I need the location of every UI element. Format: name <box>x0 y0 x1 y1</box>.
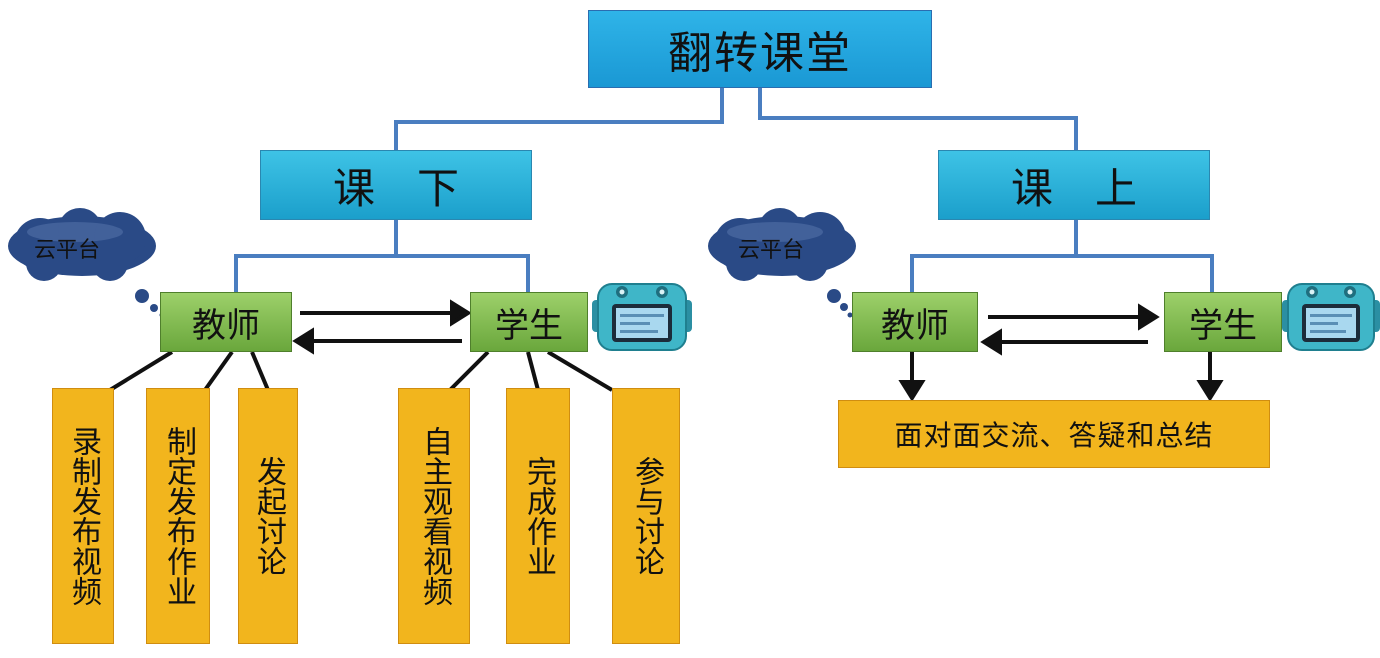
left-student-node: 学生 <box>470 292 588 352</box>
right-teacher-node: 教师 <box>852 292 978 352</box>
before-class-to-student-line <box>396 254 530 292</box>
left-cloud-group: 云平台 <box>0 208 170 318</box>
root-to-in-class-line <box>758 88 1078 150</box>
in-class-to-teacher-line <box>910 220 1078 292</box>
right-student-node: 学生 <box>1164 292 1282 352</box>
left-robot-group <box>592 280 692 356</box>
task-start-discussion: 发起讨论 <box>238 388 298 644</box>
task-set-publish-homework: 制定发布作业 <box>146 388 210 644</box>
task-join-discussion: 参与讨论 <box>612 388 680 644</box>
cloud-icon <box>8 208 165 318</box>
exchange-arrows <box>292 299 1224 402</box>
task-self-watch-video: 自主观看视频 <box>398 388 470 644</box>
task-connectors <box>108 350 614 392</box>
right-cloud-label: 云平台 <box>738 238 805 263</box>
right-cloud-group: 云平台 <box>700 208 870 320</box>
before-class-to-teacher-line <box>234 220 398 292</box>
right-robot-group <box>1282 280 1380 356</box>
in-class-summary: 面对面交流、答疑和总结 <box>838 400 1270 468</box>
robot-tablet-icon <box>592 283 692 351</box>
section-in-class: 课 上 <box>938 150 1210 220</box>
root-to-before-class-line <box>394 88 724 150</box>
task-record-publish-video: 录制发布视频 <box>52 388 114 644</box>
left-cloud-label: 云平台 <box>34 238 101 263</box>
left-teacher-node: 教师 <box>160 292 292 352</box>
section-before-class: 课 下 <box>260 150 532 220</box>
cloud-icon <box>708 208 856 318</box>
task-complete-homework: 完成作业 <box>506 388 570 644</box>
root-title: 翻转课堂 <box>588 10 932 88</box>
robot-tablet-icon <box>1282 283 1380 351</box>
tree-connectors <box>234 88 1214 292</box>
in-class-to-student-line <box>1076 254 1214 292</box>
